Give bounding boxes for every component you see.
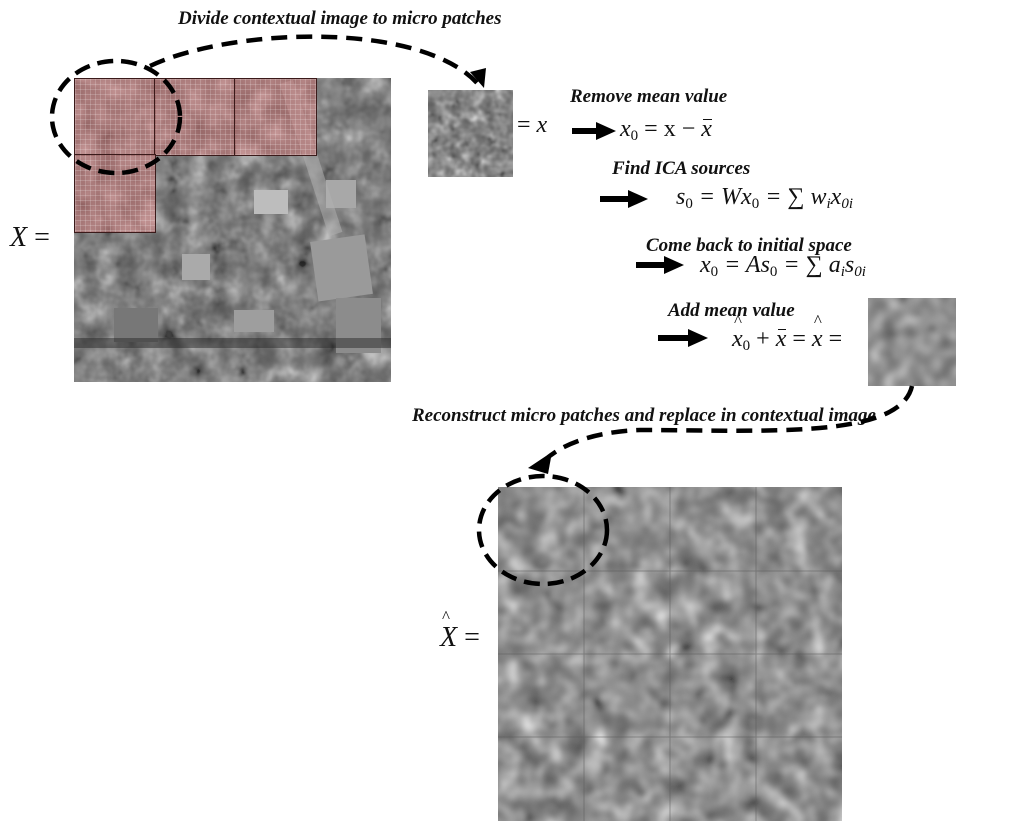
eq-remove-mean: x0 = x − x <box>620 116 712 144</box>
label-divide: Divide contextual image to micro patches <box>178 8 502 29</box>
arrowhead-reconstruct <box>528 452 552 474</box>
label-remove-mean: Remove mean value <box>570 86 728 107</box>
micro-patch-3 <box>234 78 317 156</box>
extracted-patch <box>428 90 513 177</box>
reconstructed-patch-texture <box>868 298 956 386</box>
dashed-arc-reconstruct <box>543 385 915 462</box>
eq-add-mean: x0 + x = x = <box>732 311 842 355</box>
patch-equals-x: = x <box>517 112 548 138</box>
dashed-ellipse-bottom <box>476 473 610 587</box>
reconstructed-image <box>498 487 842 821</box>
reconstructed-image-texture <box>498 487 842 821</box>
eq-find-ica: s0 = Wx0 = ∑ wix0i <box>676 184 853 212</box>
micro-patch-2 <box>154 78 236 156</box>
micro-patch-1 <box>74 78 156 156</box>
label-reconstruct: Reconstruct micro patches and replace in… <box>412 405 876 426</box>
dashed-arc-divide <box>149 34 480 86</box>
process-arrows <box>572 122 708 347</box>
eq-come-back: x0 = As0 = ∑ ais0i <box>700 252 866 280</box>
X-label: X = <box>10 222 50 253</box>
label-come-back: Come back to initial space <box>646 235 852 256</box>
dashed-ellipse-top <box>49 58 183 176</box>
reconstructed-patch <box>868 298 956 386</box>
Xhat-label: X = <box>440 607 480 654</box>
patch-texture <box>428 90 513 177</box>
label-find-ica: Find ICA sources <box>612 158 751 179</box>
label-add-mean: Add mean value <box>668 300 795 321</box>
arrowhead-divide <box>470 68 486 88</box>
